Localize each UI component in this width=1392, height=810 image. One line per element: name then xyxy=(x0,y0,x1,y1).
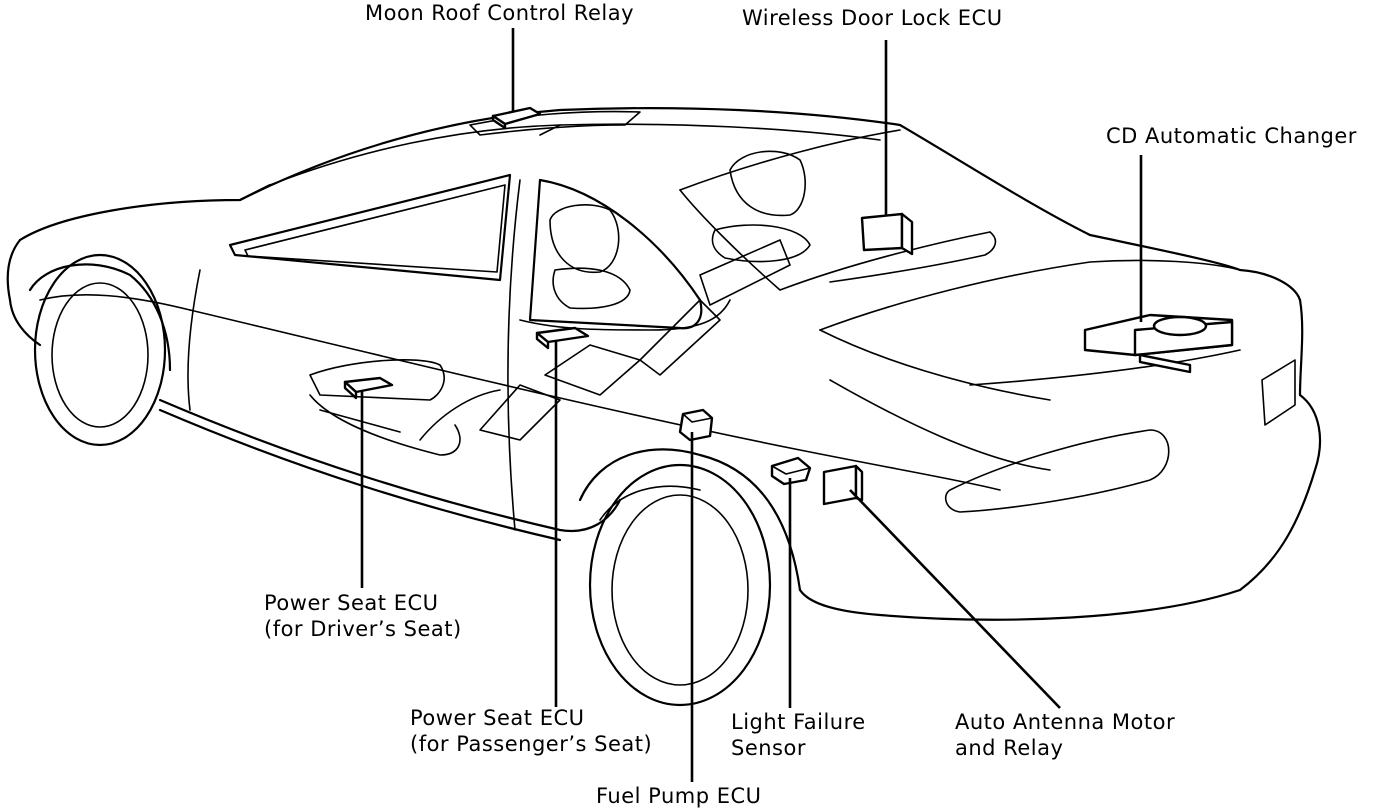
label-wireless-door-lock-ecu: Wireless Door Lock ECU xyxy=(742,5,1003,31)
label-moon-roof-control-relay: Moon Roof Control Relay xyxy=(365,0,634,26)
fuel-pump-ecu-shape xyxy=(678,408,714,442)
label-line: (for Passenger’s Seat) xyxy=(410,732,653,756)
label-line: Power Seat ECU xyxy=(264,591,439,615)
label-line: Wireless Door Lock ECU xyxy=(742,6,1003,30)
label-line: Auto Antenna Motor xyxy=(955,710,1176,734)
label-power-seat-ecu-driver: Power Seat ECU (for Driver’s Seat) xyxy=(264,590,462,642)
leader-auto-antenna xyxy=(849,489,1061,709)
auto-antenna-shape xyxy=(822,464,864,506)
label-fuel-pump-ecu: Fuel Pump ECU xyxy=(596,783,762,809)
label-line: Light Failure xyxy=(731,710,866,734)
label-light-failure-sensor: Light Failure Sensor xyxy=(731,709,866,761)
label-cd-automatic-changer: CD Automatic Changer xyxy=(1106,123,1357,149)
wireless-door-lock-shape xyxy=(860,212,914,256)
label-power-seat-ecu-passenger: Power Seat ECU (for Passenger’s Seat) xyxy=(410,705,652,757)
driver-seat-ecu-shape xyxy=(343,376,394,400)
label-line: Sensor xyxy=(731,736,806,760)
moon-roof-relay-shape xyxy=(491,106,542,130)
cd-changer-shape xyxy=(1083,313,1234,374)
label-line: Fuel Pump ECU xyxy=(596,784,762,808)
leader-lines xyxy=(360,28,1143,782)
passenger-seat-ecu-shape xyxy=(535,326,590,350)
car-body xyxy=(6,107,1322,707)
label-line: Power Seat ECU xyxy=(410,706,585,730)
label-line: CD Automatic Changer xyxy=(1106,124,1357,148)
light-failure-sensor-shape xyxy=(770,456,812,486)
label-line: and Relay xyxy=(955,736,1064,760)
component-shapes xyxy=(343,106,1234,506)
label-auto-antenna-motor-relay: Auto Antenna Motor and Relay xyxy=(955,709,1175,761)
label-line: (for Driver’s Seat) xyxy=(264,617,462,641)
label-line: Moon Roof Control Relay xyxy=(365,1,634,25)
